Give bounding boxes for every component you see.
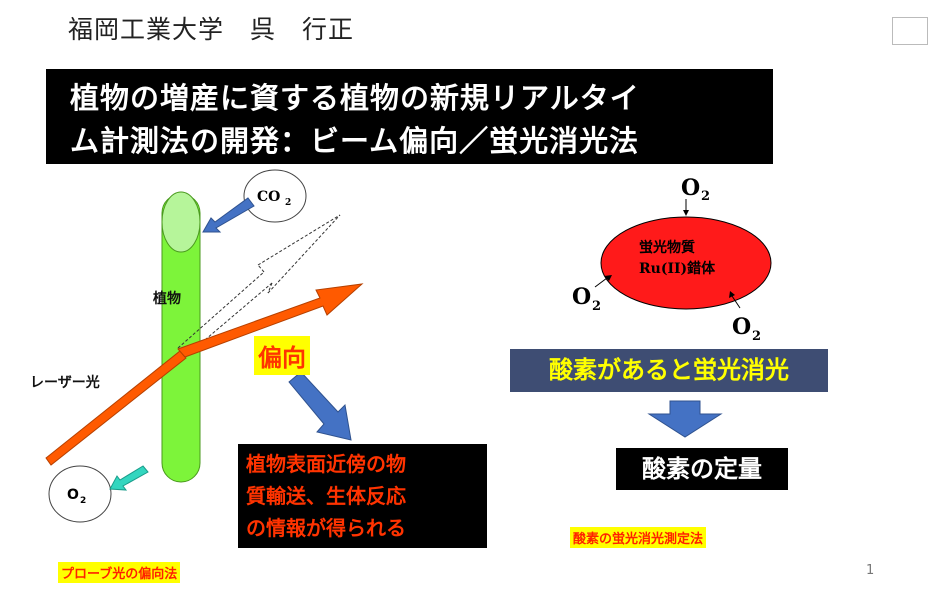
o2-top-subscript: 2 [701,189,710,204]
co2-text: CO [257,189,280,205]
info-line-3: の情報が得られる [246,516,406,540]
oxygen-quantification-box: 酸素の定量 [616,448,788,490]
fluorophore-ellipse [600,216,772,310]
o2-top-symbol: O [681,175,700,201]
deflection-label: 偏向 [254,336,310,375]
laser-beam-deflected-arrow [177,283,364,358]
co2-arrow-icon [202,197,255,233]
o2-bottom-symbol: O [732,314,751,340]
o2-top-arrow-icon [683,210,689,216]
title-banner: 植物の増産に資する植物の新規リアルタイ ム計測法の開発：ビーム偏向／蛍光消光法 [46,69,773,164]
fluorophore-label: 蛍光物質 [639,239,695,256]
quench-banner: 酸素があると蛍光消光 [510,349,828,392]
o2-left-subscript-r: 2 [592,299,601,314]
o2-bottom-arrow-icon [729,291,735,298]
o2-bottom-subscript: 2 [752,329,761,344]
slide-thumbnail-box[interactable] [892,17,928,45]
o2-left-subscript: 2 [80,496,86,506]
plant-label: 植物 [153,291,181,307]
title-line-1: 植物の増産に資する植物の新規リアルタイ [70,81,640,115]
info-line-1: 植物表面近傍の物 [246,452,406,476]
plant-stem [161,191,201,483]
quench-method-caption: 酸素の蛍光消光測定法 [570,527,707,548]
title-line-2: ム計測法の開発：ビーム偏向／蛍光消光法 [70,124,640,158]
laser-label: レーザー光 [30,375,100,391]
deflection-arrow-icon [288,371,352,441]
info-line-2: 質輸送、生体反応 [246,484,406,508]
probe-method-caption: プローブ光の偏向法 [58,562,181,583]
author-header: 福岡工業大学 呉 行正 [68,15,355,44]
o2-release-arrow-icon [109,465,149,491]
ru-complex-label: Ru(II)錯体 [639,260,716,277]
co2-bubble: CO 2 [243,169,307,223]
o2-bubble-left: O 2 [48,465,112,523]
o2-left-arrow-icon [604,275,612,281]
o2-left-symbol: O [572,284,591,310]
down-arrow-icon [647,400,723,438]
undeflected-beam-outline [177,214,341,357]
o2-left-text: O [67,487,79,503]
co2-subscript: 2 [285,198,291,208]
info-box: 植物表面近傍の物 質輸送、生体反応 の情報が得られる [238,444,487,548]
page-number: 1 [866,563,875,578]
laser-beam-incident [45,350,187,466]
